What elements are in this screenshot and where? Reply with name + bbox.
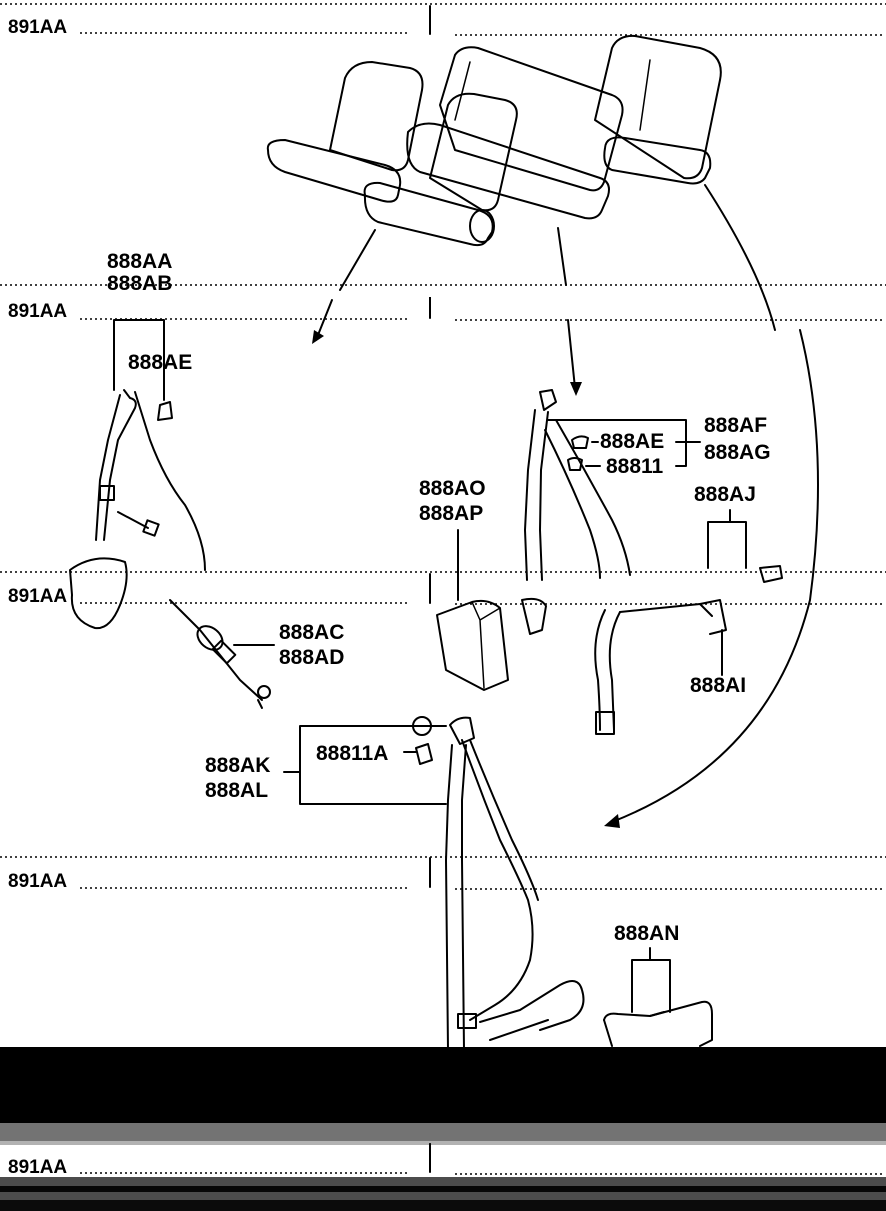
part-label-888AB: 888AB <box>107 272 172 295</box>
final-header-backdrop <box>0 1146 886 1176</box>
part-label-888AD: 888AD <box>279 646 344 669</box>
part-label-888AE-center: 888AE <box>600 430 664 453</box>
black-scan-band <box>0 1047 886 1123</box>
part-label-888AA: 888AA <box>107 250 172 273</box>
part-label-88811A: 88811A <box>316 742 388 765</box>
sheet-label: 891AA <box>8 1157 67 1178</box>
part-label-888AI: 888AI <box>690 674 746 697</box>
part-label-888AG: 888AG <box>704 441 771 464</box>
part-label-888AK: 888AK <box>205 754 270 777</box>
sheet-label: 891AA <box>8 17 67 38</box>
sheet-header-band-3: 891AA <box>0 571 886 607</box>
sheet-label: 891AA <box>8 871 67 892</box>
sheet-label: 891AA <box>8 301 67 322</box>
seats-illustration <box>266 34 722 247</box>
part-label-888AF: 888AF <box>704 414 767 437</box>
leader-arrows <box>312 184 819 828</box>
callout-brackets <box>113 319 747 1013</box>
part-label-888AO: 888AO <box>419 477 486 500</box>
sheet-header-band-4: 891AA <box>0 856 886 892</box>
part-label-888AE-left: 888AE <box>128 351 192 374</box>
front-seat-belt-left <box>69 389 271 709</box>
sheet-header-band-1: 891AA <box>0 3 886 38</box>
rear-seat-belt <box>412 716 713 1051</box>
front-seat-belt-center <box>436 389 783 735</box>
part-label-88811: 88811 <box>606 455 664 478</box>
part-labels: 888AA 888AB 888AE 888AF 888AG 888AE 8881… <box>107 250 771 945</box>
part-label-888AC: 888AC <box>279 621 344 644</box>
part-label-888AP: 888AP <box>419 502 483 525</box>
sheet-label: 891AA <box>8 586 67 607</box>
part-label-888AL: 888AL <box>205 779 268 802</box>
part-label-888AN: 888AN <box>614 922 679 945</box>
part-label-888AJ: 888AJ <box>694 483 756 506</box>
scan-noise <box>0 1123 886 1211</box>
